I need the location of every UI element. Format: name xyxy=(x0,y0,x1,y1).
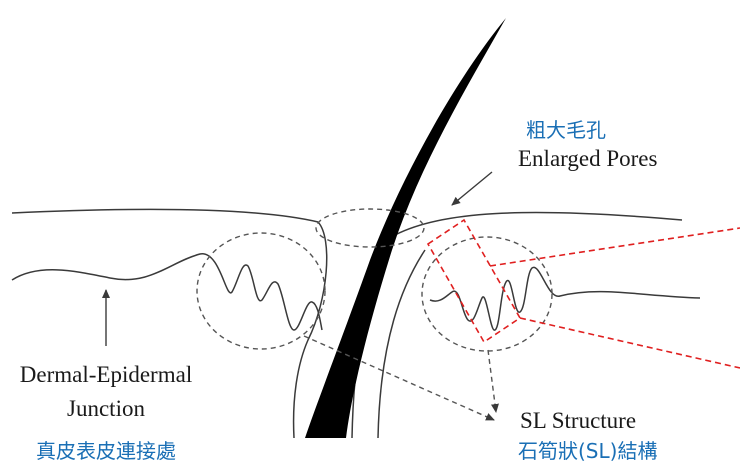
label-sl-en: SL Structure xyxy=(520,408,636,433)
follicle-wall-left xyxy=(292,221,328,439)
dej-line-right xyxy=(429,266,701,331)
label-pores-en: Enlarged Pores xyxy=(518,146,658,171)
sl-dashed-arrow-left xyxy=(303,335,495,421)
label-dej-en-line2: Junction xyxy=(67,396,145,421)
follicle-wall-right-inner xyxy=(377,249,426,439)
hair-shaft xyxy=(305,18,506,438)
zoom-projection-top xyxy=(489,227,740,267)
zoom-projection-bottom xyxy=(519,317,740,369)
skin-surface-left xyxy=(11,208,319,223)
dej-line-left xyxy=(11,253,323,331)
label-sl-zh: 石筍狀(SL)結構 xyxy=(518,439,657,463)
enlarged-pore-ellipse xyxy=(315,208,425,248)
label-dej-en-line1: Dermal-Epidermal xyxy=(20,362,192,387)
pores-arrow xyxy=(451,171,493,206)
label-pores-zh: 粗大毛孔 xyxy=(526,118,606,142)
sl-structure-ellipse xyxy=(421,236,553,352)
label-dej-zh: 真皮表皮連接處 xyxy=(36,439,176,463)
sl-dashed-arrow-right xyxy=(487,349,499,413)
dej-left-ellipse xyxy=(196,232,326,350)
skin-surface-right xyxy=(394,211,683,236)
